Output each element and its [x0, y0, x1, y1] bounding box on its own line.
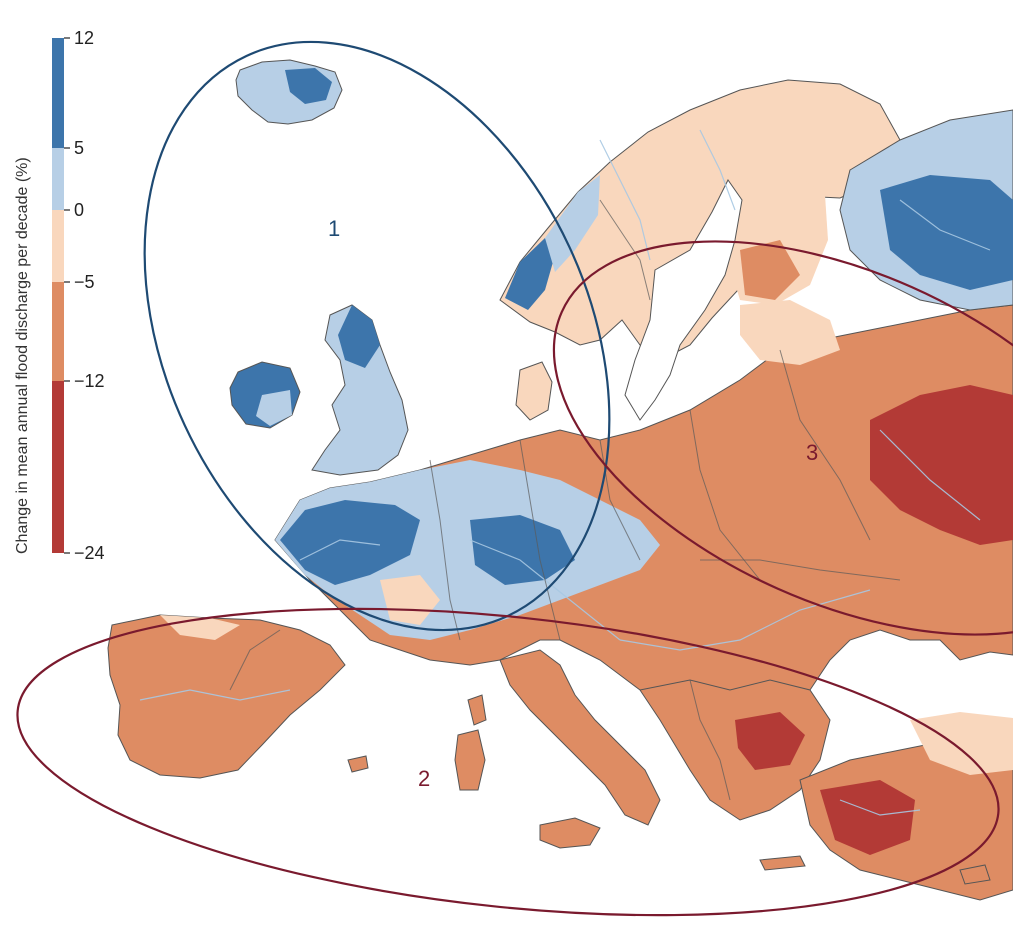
land-iceland-strong — [285, 68, 332, 104]
legend-band-2 — [52, 210, 64, 282]
land-norway-strong — [505, 238, 555, 310]
land-alps-weak-decrease — [380, 575, 440, 625]
legend-tick-12: 12 — [74, 28, 94, 48]
region-label-3: 3 — [806, 440, 818, 465]
land-france-strong — [280, 500, 420, 585]
land-italy — [499, 649, 661, 826]
land-sicily — [539, 817, 601, 849]
land-baltic-states — [740, 300, 840, 365]
land-denmark — [515, 361, 553, 421]
land-germany-strong — [470, 515, 575, 585]
color-legend: Change in mean annual flood discharge pe… — [14, 28, 105, 563]
land-east-strong — [870, 385, 1013, 545]
legend-ticks — [64, 37, 70, 554]
land-anatolia-east — [910, 712, 1013, 775]
legend-bar — [52, 38, 64, 553]
land-corsica — [467, 694, 487, 726]
legend-tick-minus-24: −24 — [74, 543, 105, 563]
land-ireland-weak — [256, 390, 292, 426]
land-crete — [759, 855, 806, 871]
land-iberia — [107, 614, 346, 779]
land-balearic — [347, 755, 369, 773]
land-anatolia-strong — [820, 780, 915, 855]
ellipse-region-3 — [552, 240, 1013, 636]
land-norway-weak — [545, 175, 600, 272]
land-sardinia — [454, 729, 486, 791]
country-borders — [229, 199, 901, 801]
land-cyprus — [959, 864, 991, 885]
legend-tick-5: 5 — [74, 138, 84, 158]
land-gb-strong — [338, 305, 380, 368]
legend-tick-minus-5: −5 — [74, 272, 95, 292]
rivers — [139, 129, 991, 816]
water-baltic — [624, 179, 743, 421]
legend-tick-0: 0 — [74, 200, 84, 220]
land-finland-moderate — [740, 240, 800, 300]
legend-tick-minus-12: −12 — [74, 371, 105, 391]
region-label-2: 2 — [418, 766, 430, 791]
legend-title: Change in mean annual flood discharge pe… — [14, 157, 31, 554]
region-label-1: 1 — [328, 216, 340, 241]
land-balkans-strong — [735, 712, 805, 770]
legend-band-4 — [52, 381, 64, 553]
ellipse-region-2 — [16, 607, 1000, 917]
region-outlines — [16, 40, 1013, 917]
land-balkans — [639, 679, 831, 821]
legend-band-1 — [52, 148, 64, 210]
land-masses — [107, 59, 1013, 901]
legend-band-0 — [52, 38, 64, 148]
legend-band-3 — [52, 282, 64, 381]
